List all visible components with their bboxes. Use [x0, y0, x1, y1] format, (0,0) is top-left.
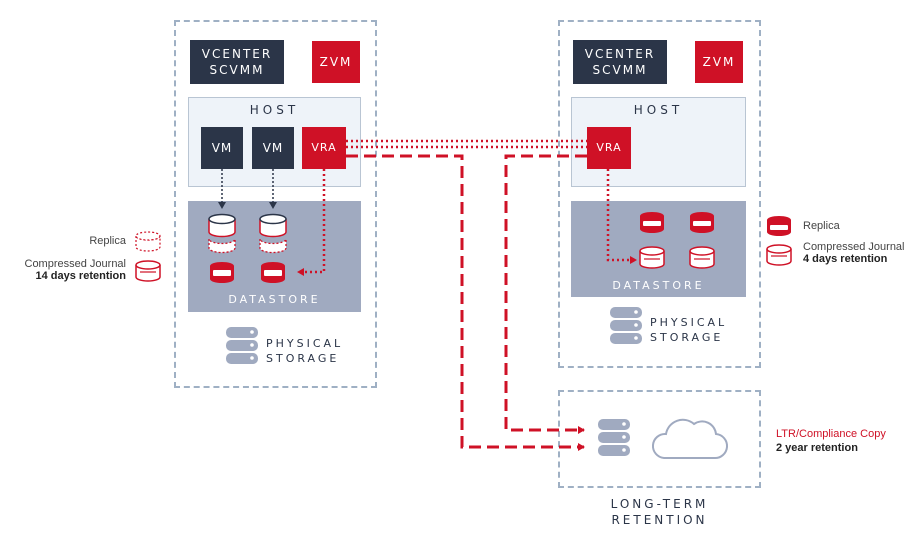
- target-physical-storage-label: PHYSICAL STORAGE: [650, 315, 727, 345]
- source-zvm-label: ZVM: [319, 55, 353, 69]
- ltr-storage-icon: [598, 419, 630, 456]
- legend-ltr: LTR/Compliance Copy 2 year retention: [776, 428, 916, 454]
- legend-left-journal-icon: [135, 260, 161, 282]
- source-site: [174, 20, 377, 388]
- source-vra-label: VRA: [311, 141, 337, 154]
- source-host-label: HOST: [249, 103, 300, 117]
- target-journal-disk-2: [689, 246, 715, 269]
- target-journal-disk-1: [639, 246, 665, 269]
- target-physical-storage-icon: [610, 307, 642, 344]
- legend-right-journal-icon: [766, 244, 792, 266]
- target-vcenter-label: VCENTER: [584, 47, 656, 61]
- ltr-label: LONG-TERM RETENTION: [558, 496, 761, 528]
- source-replica-disk-1: [208, 213, 236, 254]
- source-datastore-label: DATASTORE: [228, 293, 321, 306]
- target-vcenter-box: VCENTER SCVMM: [573, 40, 667, 84]
- target-storage-label: STORAGE: [650, 331, 724, 344]
- target-scvmm-label: SCVMM: [592, 63, 648, 77]
- legend-right-replica: Replica: [803, 220, 840, 232]
- target-vra-to-journal-arrow: [606, 169, 637, 264]
- source-replica-disk-2: [259, 213, 287, 254]
- ltr-long-term-label: LONG-TERM: [610, 497, 709, 511]
- target-replica-disk-1: [640, 212, 664, 233]
- source-vm2-box: VM: [252, 127, 294, 169]
- source-storage-label: STORAGE: [266, 352, 340, 365]
- vra-replication-dotted-line: [346, 139, 587, 149]
- ltr-site: [558, 390, 761, 488]
- target-datastore-label: DATASTORE: [612, 279, 705, 292]
- ltr-retention-label: RETENTION: [611, 513, 708, 527]
- target-zvm-box: ZVM: [695, 41, 743, 83]
- source-journal-disk-1: [210, 262, 234, 283]
- source-vra-box: VRA: [302, 127, 346, 169]
- source-vm1-label: VM: [211, 141, 233, 155]
- legend-left-retention: 14 days retention: [35, 270, 126, 282]
- target-vra-box: VRA: [587, 127, 631, 169]
- source-vcenter-box: VCENTER SCVMM: [190, 40, 284, 84]
- vm-to-replica-arrows: [218, 169, 277, 209]
- legend-ltr-retention: 2 year retention: [776, 442, 858, 454]
- source-zvm-box: ZVM: [312, 41, 360, 83]
- target-physical-label: PHYSICAL: [650, 316, 728, 329]
- legend-right: Replica Compressed Journal 4 days retent…: [803, 220, 921, 265]
- legend-left: Replica Compressed Journal 14 days reten…: [0, 235, 127, 282]
- source-physical-label: PHYSICAL: [266, 337, 344, 350]
- source-journal-disk-2: [261, 262, 285, 283]
- source-scvmm-label: SCVMM: [209, 63, 265, 77]
- source-physical-storage-label: PHYSICAL STORAGE: [266, 336, 343, 366]
- source-vm1-box: VM: [201, 127, 243, 169]
- target-replica-disk-2: [690, 212, 714, 233]
- legend-right-journal: Compressed Journal: [803, 241, 905, 253]
- legend-left-replica-icon: [135, 231, 161, 252]
- target-host-label: HOST: [633, 103, 684, 117]
- target-vra-to-ltr-dashed-line: [504, 154, 587, 434]
- source-vm2-label: VM: [262, 141, 284, 155]
- legend-right-replica-icon: [767, 216, 791, 236]
- legend-right-retention: 4 days retention: [803, 253, 888, 265]
- legend-left-replica: Replica: [89, 235, 126, 247]
- source-vra-to-ltr-dashed-line: [346, 154, 585, 451]
- target-vra-label: VRA: [596, 141, 622, 154]
- legend-ltr-title: LTR/Compliance Copy: [776, 428, 886, 440]
- cloud-icon: [652, 418, 728, 460]
- source-vra-to-journal-arrow: [297, 169, 326, 276]
- target-site: [558, 20, 761, 368]
- source-physical-storage-icon: [226, 327, 258, 364]
- source-vcenter-label: VCENTER: [201, 47, 273, 61]
- legend-left-journal: Compressed Journal: [24, 258, 127, 270]
- target-zvm-label: ZVM: [702, 55, 736, 69]
